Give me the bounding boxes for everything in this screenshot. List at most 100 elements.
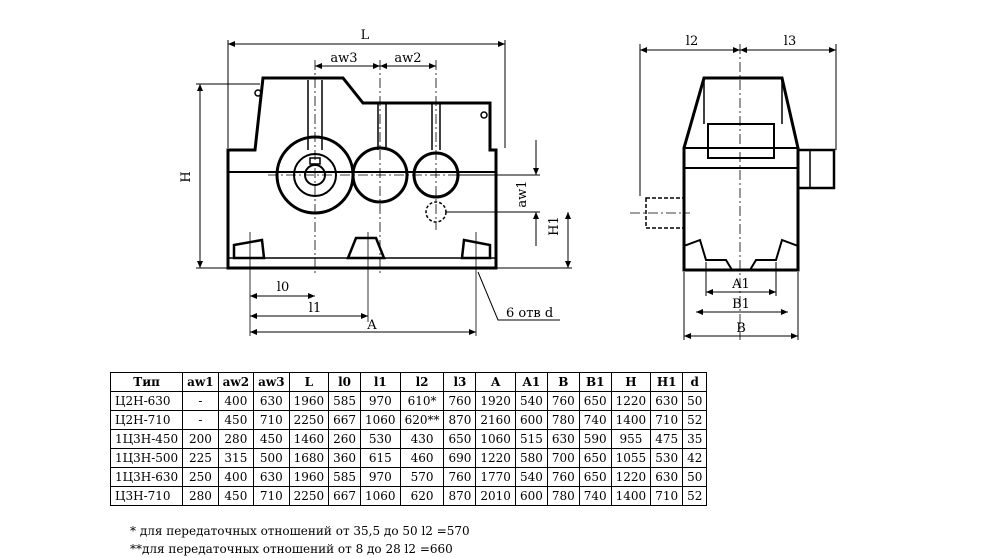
dim-label-l3: l3: [784, 34, 796, 49]
housing-outline: [226, 76, 498, 270]
front-view: [226, 60, 498, 336]
column-header: Тип: [109, 372, 184, 392]
value-cell: 540: [514, 467, 548, 487]
technical-drawing: L aw3 aw2 H aw1 H1 l0 l1 A 6 отв d: [179, 28, 837, 340]
value-cell: 1920: [475, 391, 516, 411]
dim-label-l1: l1: [309, 301, 321, 316]
value-cell: 870: [443, 410, 477, 430]
value-cell: 1960: [288, 467, 330, 487]
value-cell: 1460: [288, 429, 330, 449]
value-cell: 1060: [360, 410, 401, 430]
value-cell: 1220: [610, 391, 652, 411]
value-cell: 760: [443, 467, 477, 487]
value-cell: 52: [682, 486, 708, 506]
value-cell: 200: [182, 429, 219, 449]
value-cell: 760: [546, 391, 580, 411]
value-cell: 740: [578, 486, 612, 506]
footnotes: * для передаточных отношений от 35,5 до …: [130, 522, 470, 558]
dim-label-aw3: aw3: [330, 51, 357, 66]
value-cell: 667: [328, 410, 362, 430]
value-cell: 630: [650, 391, 684, 411]
value-cell: 2160: [475, 410, 516, 430]
dim-label-B: B: [736, 321, 746, 336]
type-cell: Ц3Н-710: [109, 486, 184, 506]
value-cell: 450: [217, 486, 255, 506]
value-cell: 710: [253, 410, 290, 430]
value-cell: 260: [328, 429, 362, 449]
dim-label-A1: A1: [731, 277, 750, 292]
value-cell: 570: [399, 467, 445, 487]
value-cell: 650: [578, 467, 612, 487]
value-cell: 315: [217, 448, 255, 468]
value-cell: 1680: [288, 448, 330, 468]
value-cell: 650: [578, 448, 612, 468]
dim-label-aw1: aw1: [515, 180, 530, 207]
value-cell: 360: [328, 448, 362, 468]
dim-label-L: L: [361, 28, 370, 43]
column-header: B: [546, 372, 580, 392]
value-cell: 52: [682, 410, 708, 430]
value-cell: 630: [253, 467, 290, 487]
value-cell: 1770: [475, 467, 516, 487]
value-cell: 760: [443, 391, 477, 411]
specifications-table: Тип aw1 aw2 aw3 L l0 l1 l2 l3 A A1 B B1 …: [109, 372, 708, 506]
value-cell: 620**: [399, 410, 445, 430]
value-cell: 780: [546, 486, 580, 506]
value-cell: 1055: [610, 448, 652, 468]
value-cell: 600: [514, 410, 548, 430]
dim-label-aw2: aw2: [394, 51, 421, 66]
column-header: d: [682, 372, 708, 392]
type-cell: 1Ц3Н-500: [109, 448, 184, 468]
value-cell: 650: [443, 429, 477, 449]
value-cell: 710: [650, 486, 684, 506]
footnote-1: * для передаточных отношений от 35,5 до …: [130, 524, 470, 538]
column-header: l1: [360, 372, 401, 392]
column-header: B1: [578, 372, 612, 392]
value-cell: 580: [514, 448, 548, 468]
value-cell: 600: [514, 486, 548, 506]
value-cell: 450: [253, 429, 290, 449]
dim-label-l2: l2: [686, 34, 698, 49]
footnote-2: **для передаточных отношений от 8 до 28 …: [130, 542, 453, 556]
value-cell: 780: [546, 410, 580, 430]
value-cell: 400: [217, 467, 255, 487]
column-header: l0: [328, 372, 362, 392]
value-cell: 585: [328, 467, 362, 487]
value-cell: 530: [360, 429, 401, 449]
table-header-row: Тип aw1 aw2 aw3 L l0 l1 l2 l3 A A1 B B1 …: [109, 372, 708, 392]
dim-label-A: A: [366, 318, 377, 333]
value-cell: 1960: [288, 391, 330, 411]
type-cell: 1Ц3Н-630: [109, 467, 184, 487]
value-cell: 450: [217, 410, 255, 430]
column-header: A1: [514, 372, 548, 392]
value-cell: 630: [650, 467, 684, 487]
value-cell: 1060: [360, 486, 401, 506]
column-header: l2: [399, 372, 445, 392]
value-cell: 610*: [399, 391, 445, 411]
type-cell: Ц2Н-710: [109, 410, 184, 430]
value-cell: 280: [182, 486, 219, 506]
value-cell: 540: [514, 391, 548, 411]
value-cell: 955: [610, 429, 652, 449]
value-cell: 585: [328, 391, 362, 411]
value-cell: 615: [360, 448, 401, 468]
value-cell: 690: [443, 448, 477, 468]
column-header: aw2: [217, 372, 255, 392]
value-cell: 970: [360, 467, 401, 487]
value-cell: 530: [650, 448, 684, 468]
type-cell: 1Ц3Н-450: [109, 429, 184, 449]
value-cell: 475: [650, 429, 684, 449]
value-cell: 2010: [475, 486, 516, 506]
value-cell: 700: [546, 448, 580, 468]
value-cell: 667: [328, 486, 362, 506]
value-cell: 500: [253, 448, 290, 468]
dim-label-H: H: [179, 171, 194, 182]
value-cell: 515: [514, 429, 548, 449]
value-cell: 225: [182, 448, 219, 468]
column-header: H: [610, 372, 652, 392]
